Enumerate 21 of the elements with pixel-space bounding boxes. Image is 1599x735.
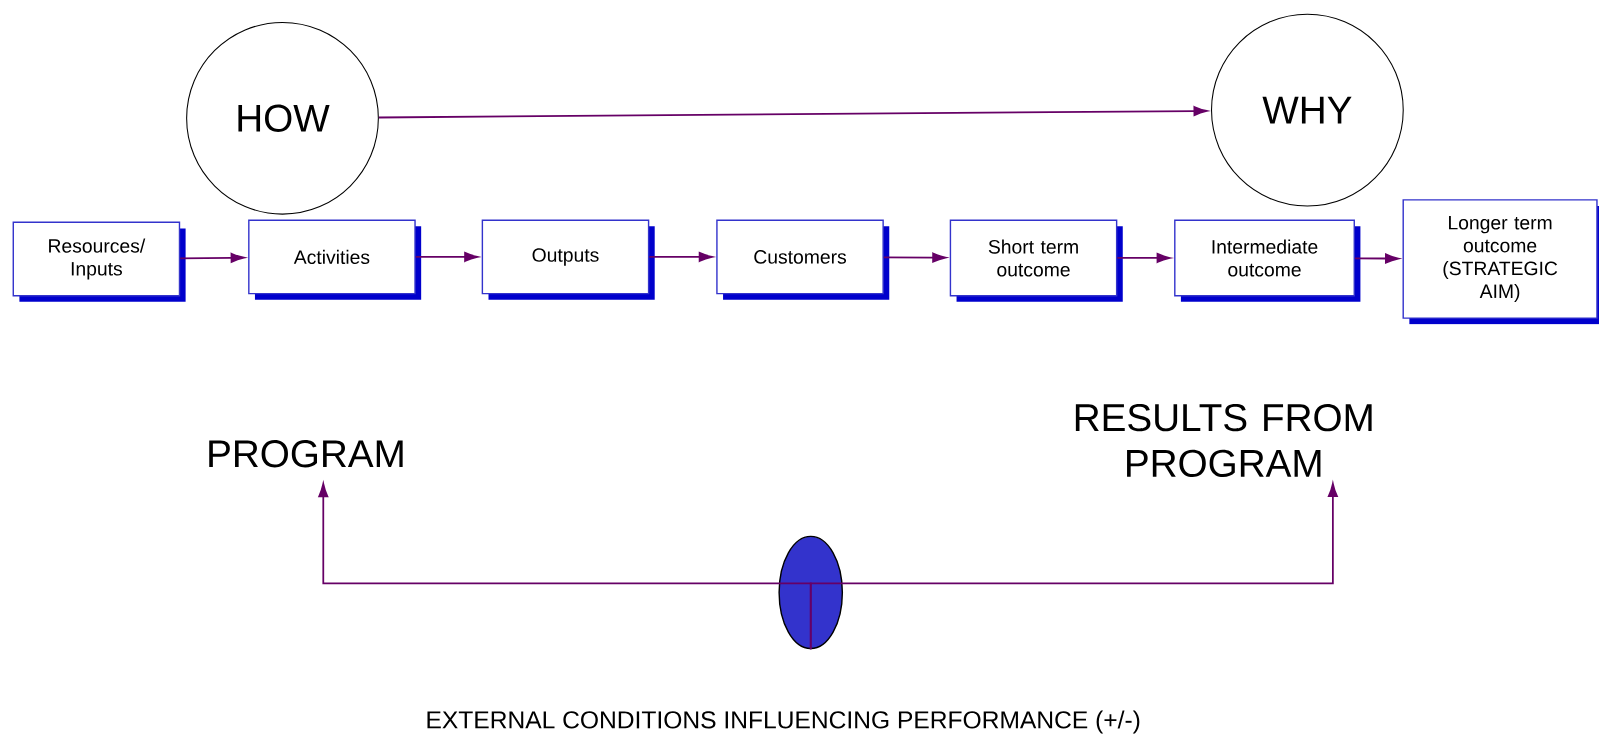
caption-text: EXTERNAL CONDITIONS INFLUENCING PERFORMANCE (+/-) bbox=[427, 710, 1140, 734]
arrow bbox=[809, 482, 1338, 650]
arrow bbox=[378, 105, 1208, 119]
process-box: Short term outcome bbox=[949, 219, 1123, 302]
circle-node: WHY bbox=[1211, 13, 1404, 207]
ellipse-shape bbox=[778, 535, 844, 650]
circle-node: HOW bbox=[186, 21, 379, 215]
heading-text: RESULTS FROM PROGRAM bbox=[1075, 403, 1372, 477]
process-box: Longer term outcome (STRATEGIC AIM) bbox=[1402, 199, 1599, 325]
process-box: Resources/ Inputs bbox=[12, 221, 186, 302]
process-box: Customers bbox=[716, 219, 890, 300]
arrow bbox=[1116, 252, 1171, 263]
arrow bbox=[648, 251, 713, 262]
arrow bbox=[882, 252, 947, 263]
arrow bbox=[179, 252, 245, 263]
process-box: Intermediate outcome bbox=[1174, 219, 1361, 302]
heading-text: PROGRAM bbox=[209, 440, 403, 468]
process-box: Activities bbox=[248, 219, 422, 300]
arrow bbox=[414, 251, 479, 262]
process-box: Outputs bbox=[481, 219, 655, 300]
arrow bbox=[1354, 253, 1400, 264]
